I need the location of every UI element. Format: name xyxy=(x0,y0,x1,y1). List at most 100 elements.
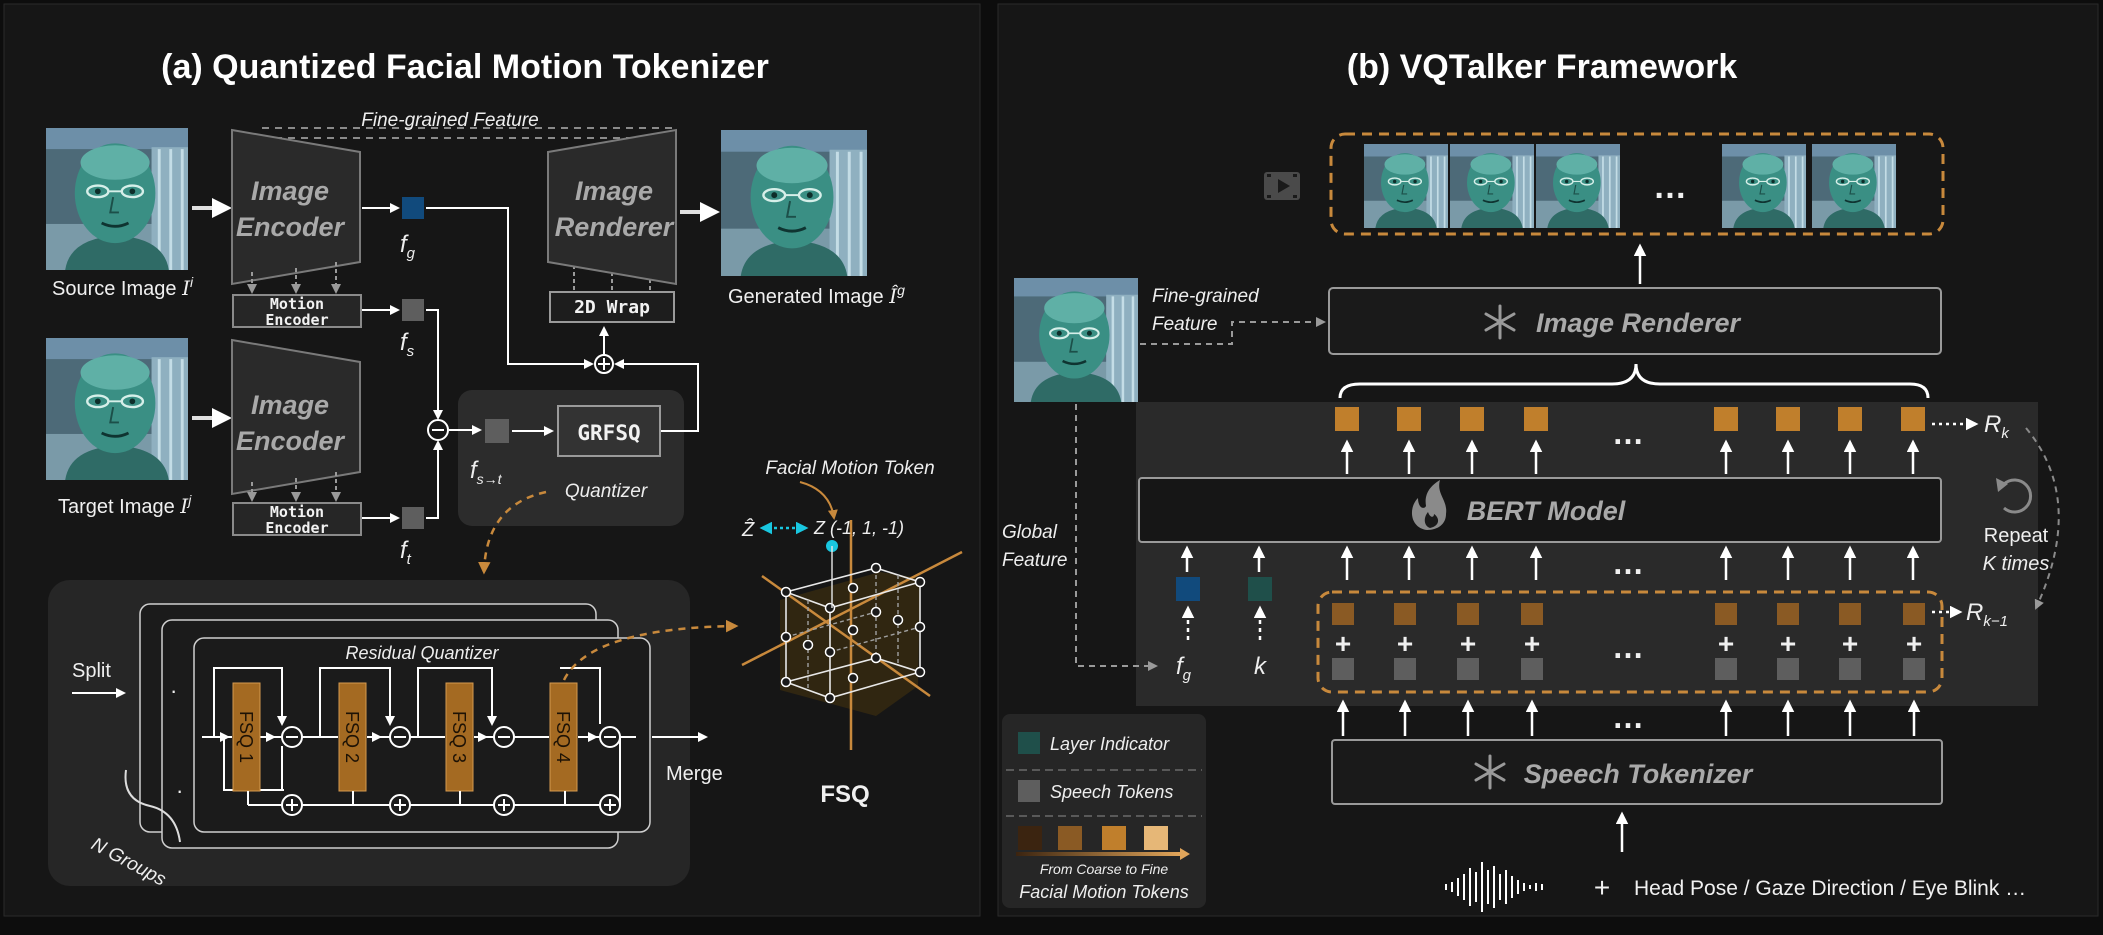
panel-a: (a) Quantized Facial Motion Tokenizer Fi… xyxy=(3,3,981,917)
output-frame-5 xyxy=(1812,144,1896,228)
grfsq-box xyxy=(557,405,661,457)
input-arrows-ellipsis: … xyxy=(1612,545,1644,581)
repeat-icon xyxy=(1996,478,2033,514)
split-ellipsis-a: · xyxy=(170,678,177,703)
image-encoder-top-label-2: Encoder xyxy=(236,212,346,242)
image-renderer-a xyxy=(547,128,677,286)
legend-speech-swatch xyxy=(1018,780,1040,802)
audio-caption: Head Pose / Gaze Direction / Eye Blink … xyxy=(1634,877,2026,900)
wrap-2d-box xyxy=(549,291,675,323)
ft-token xyxy=(402,507,424,529)
legend-token-1 xyxy=(1018,826,1042,850)
legend-facial-motion-tokens: Facial Motion Tokens xyxy=(1019,882,1188,902)
input-motion-tokens xyxy=(1332,603,1925,625)
motion-encoder-bottom xyxy=(232,502,362,536)
grfsq-to-sum xyxy=(614,359,699,432)
legend-gradient-arrow xyxy=(1016,852,1180,856)
svg-text:+: + xyxy=(1906,628,1922,659)
snowflake-icon xyxy=(1484,304,1516,340)
waveform-icon xyxy=(1445,862,1543,912)
fsq-block-4 xyxy=(549,682,578,792)
input-to-bert-arrows xyxy=(1180,545,1920,580)
output-tokens xyxy=(1335,407,1925,431)
z-hat-label: Ẑ xyxy=(741,518,755,541)
image-encoder-top xyxy=(231,128,361,286)
fine-grained-b-label-1: Fine-grained xyxy=(1152,286,1260,307)
residual-nodes xyxy=(281,726,621,816)
output-frame-3 xyxy=(1536,144,1620,228)
n-groups-brace xyxy=(124,769,181,843)
grfsq-label: GRFSQ xyxy=(577,421,640,445)
input-speech-tokens xyxy=(1332,658,1925,680)
layer-token-b xyxy=(1248,577,1272,601)
ft-to-minus xyxy=(426,440,443,519)
plus-signs: + + + + + + + + xyxy=(1335,628,1922,659)
fsq4-to-cube-dash xyxy=(562,619,739,681)
image-encoder-bottom-label-1: Image xyxy=(251,390,329,420)
legend-token-3 xyxy=(1102,826,1126,850)
fsq-block-1 xyxy=(232,682,261,792)
output-frame-4 xyxy=(1722,144,1806,228)
svg-text:+: + xyxy=(1460,628,1476,659)
speech-tokenizer-box xyxy=(1331,739,1943,805)
legend-layer-swatch xyxy=(1018,732,1040,754)
legend-coarse-to-fine: From Coarse to Fine xyxy=(1040,861,1169,877)
fine-grained-b-dash xyxy=(1140,317,1326,345)
video-frames-frame xyxy=(1329,132,1945,236)
fs-token xyxy=(402,299,424,321)
panel-b-title: (b) VQTalker Framework xyxy=(1347,48,1738,86)
video-icon xyxy=(1264,172,1300,200)
fsq-block-3 xyxy=(445,682,474,792)
svg-text:+: + xyxy=(1780,628,1796,659)
generated-face-image xyxy=(721,130,867,276)
motion-encoder-bottom-label-1: Motion xyxy=(270,503,324,521)
split-ellipsis-b: · xyxy=(176,778,183,803)
input-tokens-ellipsis: … xyxy=(1612,629,1644,665)
wrap-2d-label: 2D Wrap xyxy=(574,297,650,318)
fsq-caption: FSQ xyxy=(820,781,869,808)
group-card-1 xyxy=(193,637,651,833)
facial-motion-token-label: Facial Motion Token xyxy=(765,458,934,479)
image-renderer-b-label: Image Renderer xyxy=(1536,308,1742,338)
image-renderer-a-label-1: Image xyxy=(575,176,653,206)
residual-quantizer-label: Residual Quantizer xyxy=(345,643,499,663)
bert-container xyxy=(1136,402,2038,706)
legend-box xyxy=(1002,714,1206,908)
quantizer-to-rq-dash xyxy=(478,490,547,575)
fsq-block-3-label: FSQ 3 xyxy=(449,711,469,763)
panel-a-title: (a) Quantized Facial Motion Tokenizer xyxy=(161,48,769,86)
output-frame-2 xyxy=(1450,144,1534,228)
fg-token-a xyxy=(402,197,424,219)
output-frame-1 xyxy=(1364,144,1448,228)
image-encoder-top-label-1: Image xyxy=(251,176,329,206)
tokenizer-to-tokens-arrows xyxy=(1336,699,1921,736)
target-face-image xyxy=(46,338,188,480)
output-tokens-ellipsis: … xyxy=(1612,415,1644,451)
split-label: Split xyxy=(72,660,111,682)
image-renderer-a-label-2: Renderer xyxy=(555,212,675,242)
global-feature-label-1: Global xyxy=(1002,522,1058,543)
svg-text:+: + xyxy=(1397,628,1413,659)
tokenizer-arrows-ellipsis: … xyxy=(1612,699,1644,735)
motion-encoder-bottom-label-2: Encoder xyxy=(265,519,328,537)
residual-wires xyxy=(202,736,636,806)
target-image-label: Target Image Ij xyxy=(58,492,192,518)
svg-text:+: + xyxy=(1335,628,1351,659)
input-tokens-frame xyxy=(1316,590,1944,694)
fsq-cube xyxy=(741,520,963,750)
repeat-curve xyxy=(2025,427,2060,610)
image-encoder-bottom xyxy=(231,338,361,496)
svg-text:+: + xyxy=(1524,628,1540,659)
panel-b: (b) VQTalker Framework … Fine-grained Fe… xyxy=(997,3,2099,917)
legend-layer-indicator: Layer Indicator xyxy=(1050,734,1170,754)
svg-text:+: + xyxy=(1842,628,1858,659)
motion-encoder-top-label-1: Motion xyxy=(270,295,324,313)
generated-image-label: Generated Image Îg xyxy=(728,282,905,308)
repeat-label-2: K times xyxy=(1983,553,2050,575)
legend-token-2 xyxy=(1058,826,1082,850)
legend-token-4 xyxy=(1144,826,1168,850)
motion-encoder-top-label-2: Encoder xyxy=(265,311,328,329)
ft-label: ft xyxy=(400,537,412,568)
fsq-block-2-label: FSQ 2 xyxy=(342,711,362,763)
